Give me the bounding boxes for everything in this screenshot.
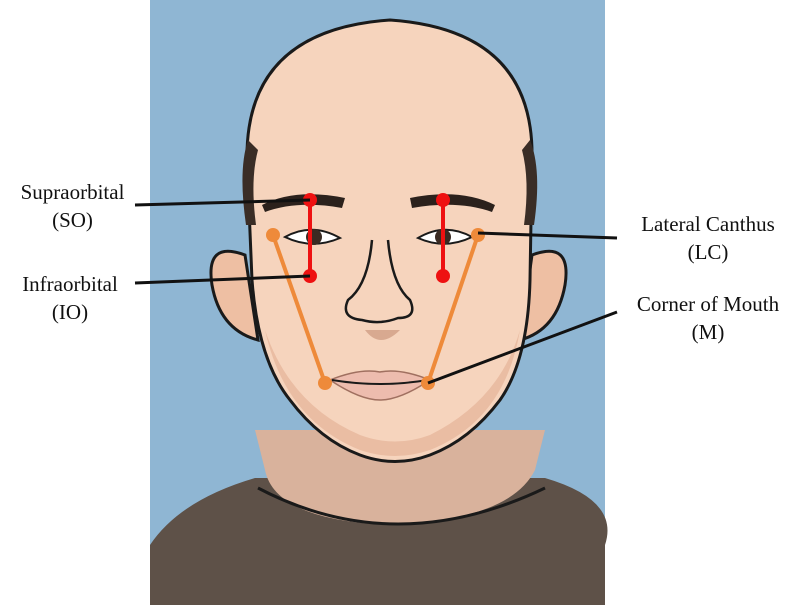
supraorbital-name: Supraorbital [20,180,125,204]
supraorbital-label: Supraorbital (SO) [0,178,145,234]
right-lc-point [471,228,485,242]
corner-of-mouth-abbr: (M) [691,320,725,344]
infraorbital-name: Infraorbital [22,272,118,296]
neck [255,430,545,525]
jaw-shadow [265,330,520,456]
right-sideburn [522,140,538,225]
leader-lines [134,198,618,385]
left-m-point [318,376,332,390]
right-io-point [436,269,450,283]
left-lc-point [266,228,280,242]
lc-leader [477,231,618,240]
mouth-line [331,379,429,385]
lateral-canthus-abbr: (LC) [687,240,729,264]
right-lc-m-line [426,234,480,384]
right-so-point [436,193,450,207]
lateral-canthus-name: Lateral Canthus [641,212,775,236]
io-leader [134,274,311,285]
corner-of-mouth-name: Corner of Mouth [636,292,780,316]
vertical-markers [303,193,450,283]
left-eyebrow [262,194,345,212]
infraorbital-label: Infraorbital (IO) [0,270,140,326]
head [245,18,534,463]
supraorbital-abbr: (SO) [52,208,93,232]
neck-collar-line [257,486,546,526]
infraorbital-abbr: (IO) [51,300,89,324]
nose-shadow [365,330,400,340]
left-ear [209,249,260,343]
m-leader [427,310,618,385]
nose [344,239,414,324]
right-eyebrow [410,194,495,212]
left-sideburn [242,140,258,225]
lateral-canthus-label: Lateral Canthus (LC) [618,210,798,266]
left-lc-m-line [271,234,327,384]
so-leader [134,198,311,207]
corner-of-mouth-label: Corner of Mouth (M) [618,290,798,346]
